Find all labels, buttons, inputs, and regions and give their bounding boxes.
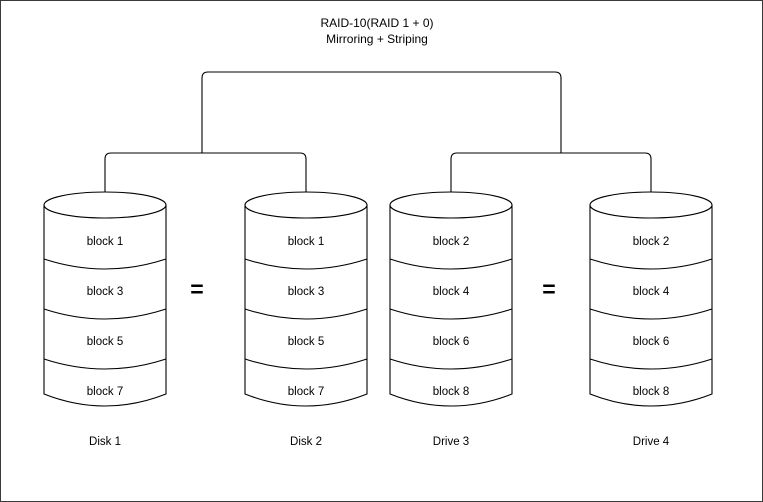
drive-4-cylinder-top	[589, 191, 713, 219]
drive-3-divider-3	[389, 358, 513, 370]
drive-1-cylinder-body	[43, 204, 167, 407]
connector-right-group-bracket	[450, 152, 652, 198]
drive-1-cylinder-top	[43, 191, 167, 219]
drive-2-divider-3	[244, 358, 368, 370]
drive-4-divider-2	[589, 308, 713, 320]
drive-3-cylinder-body	[389, 204, 513, 407]
drive-4-block-3: block 6	[633, 336, 669, 348]
drive-4-divider-1	[589, 258, 713, 270]
diagram-title-line2: Mirroring + Striping	[326, 32, 428, 46]
drive-2-block-4: block 7	[288, 386, 324, 398]
drive-3-block-3: block 6	[433, 336, 469, 348]
drive-2-divider-1	[244, 258, 368, 270]
drive-drive-3: block 2 block 4 block 6 block 8 Drive 3	[389, 191, 513, 448]
drive-2-block-2: block 3	[288, 286, 324, 298]
drive-4-block-4: block 8	[633, 386, 669, 398]
drive-3-label: Drive 3	[433, 436, 469, 448]
drive-1-block-1: block 1	[87, 236, 123, 248]
mirror-equals-left: =	[190, 276, 203, 302]
drive-3-block-4: block 8	[433, 386, 469, 398]
drive-2-divider-2	[244, 308, 368, 320]
drive-1-divider-2	[43, 308, 167, 320]
mirror-equals-right: =	[542, 276, 555, 302]
connector-root-bracket	[201, 71, 562, 153]
drive-1-block-3: block 5	[87, 336, 123, 348]
drive-3-divider-1	[389, 258, 513, 270]
drive-3-block-2: block 4	[433, 286, 470, 298]
drive-disk-1: block 1 block 3 block 5 block 7 Disk 1	[43, 191, 167, 448]
drive-4-cylinder-body	[589, 204, 713, 407]
drive-3-block-1: block 2	[433, 236, 469, 248]
drive-4-label: Drive 4	[633, 436, 670, 448]
drive-disk-2: block 1 block 3 block 5 block 7 Disk 2	[244, 191, 368, 448]
drive-4-block-2: block 4	[633, 286, 670, 298]
drive-1-divider-1	[43, 258, 167, 270]
drive-1-divider-3	[43, 358, 167, 370]
drive-4-block-1: block 2	[633, 236, 669, 248]
drive-1-block-2: block 3	[87, 286, 123, 298]
drive-drive-4: block 2 block 4 block 6 block 8 Drive 4	[589, 191, 713, 448]
connector-left-group-bracket	[104, 152, 307, 198]
drive-2-cylinder-top	[244, 191, 368, 219]
drive-2-label: Disk 2	[290, 436, 322, 448]
drive-3-divider-2	[389, 308, 513, 320]
drive-2-cylinder-body	[244, 204, 368, 407]
drive-1-label: Disk 1	[89, 436, 121, 448]
drive-4-divider-3	[589, 358, 713, 370]
drive-2-block-3: block 5	[288, 336, 324, 348]
drive-1-block-4: block 7	[87, 386, 123, 398]
drive-3-cylinder-top	[389, 191, 513, 219]
drive-2-block-1: block 1	[288, 236, 324, 248]
diagram-title-line1: RAID-10(RAID 1 + 0)	[320, 16, 433, 30]
